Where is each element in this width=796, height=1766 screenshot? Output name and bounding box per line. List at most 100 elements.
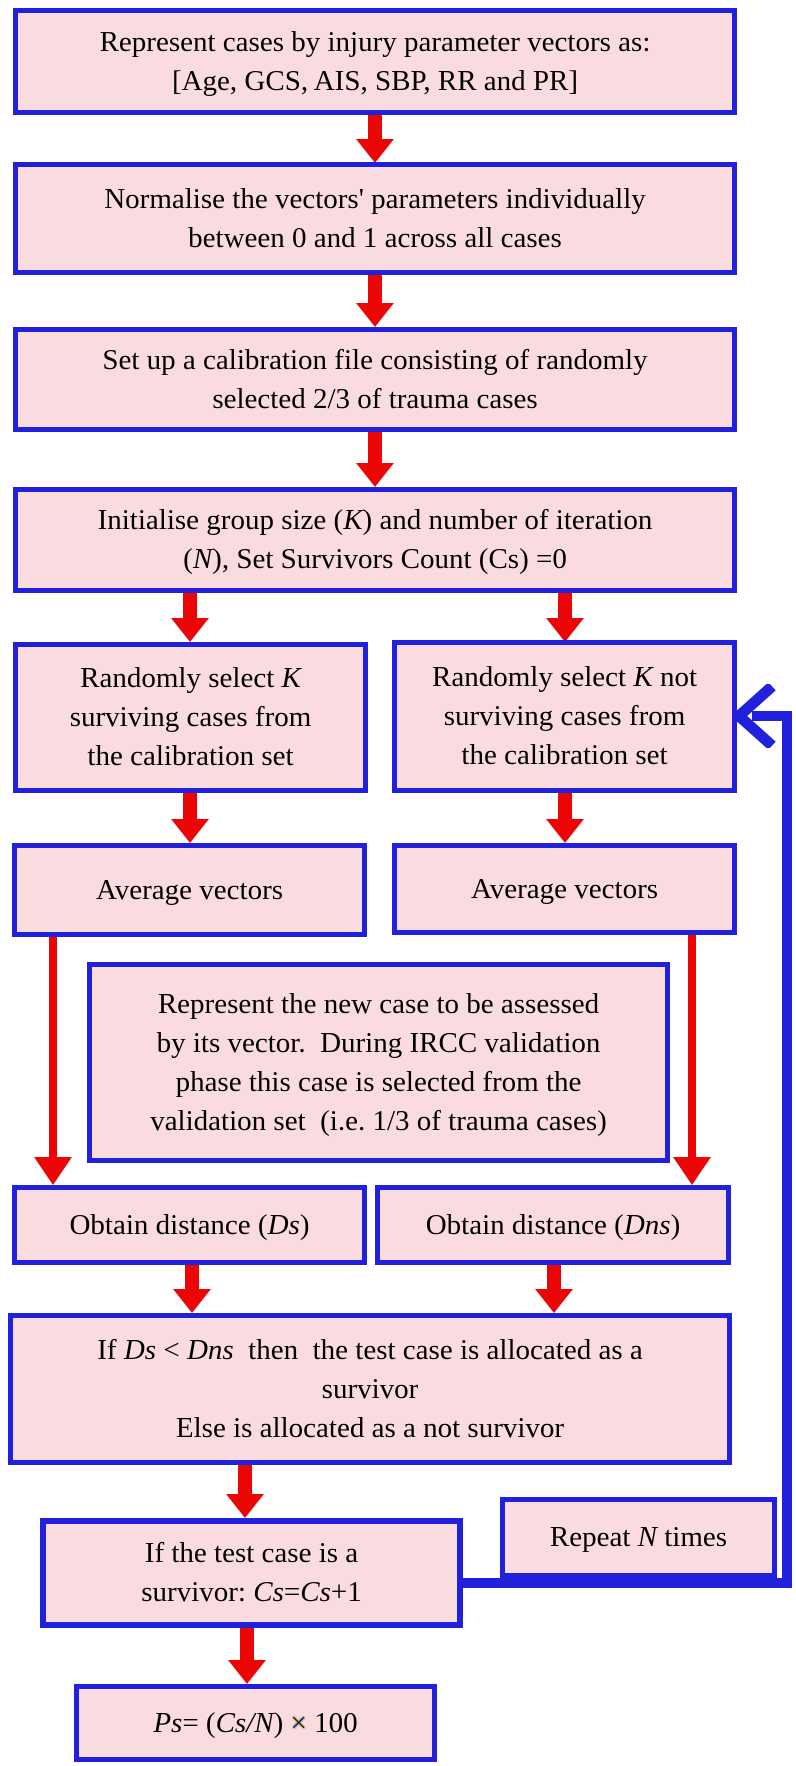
text-line: surviving cases from bbox=[444, 697, 686, 736]
text-seg: Set up a calibration file consisting of … bbox=[102, 343, 648, 376]
box-repeat-n-times: Repeat N times bbox=[500, 1497, 777, 1578]
box-initialise-parameters: Initialise group size (K) and number of … bbox=[13, 487, 737, 593]
text-seg: Dns bbox=[623, 1208, 671, 1241]
text-seg: Represent the new case to be assessed bbox=[157, 987, 600, 1020]
text-seg: survivor bbox=[321, 1372, 419, 1405]
text-seg: between 0 and 1 across all cases bbox=[188, 221, 562, 254]
text-line: surviving cases from bbox=[70, 698, 312, 737]
box-average-vectors-left: Average vectors bbox=[12, 843, 367, 937]
box-new-case: Represent the new case to be assessed by… bbox=[87, 962, 670, 1163]
text-seg: Initialise group size ( bbox=[97, 504, 344, 536]
text-line: survivor bbox=[322, 1370, 419, 1409]
flow-arrow-down-right-2 bbox=[546, 793, 584, 843]
feedback-line-top-shaft bbox=[752, 711, 792, 721]
box-count-survivor: If the test case is a survivor: Cs=Cs+1 bbox=[40, 1518, 463, 1628]
text-line: Obtain distance (Dns) bbox=[426, 1206, 681, 1245]
text-seg: If bbox=[97, 1333, 124, 1366]
box-select-not-surviving: Randomly select K not surviving cases fr… bbox=[392, 640, 737, 793]
text-line: Average vectors bbox=[471, 870, 658, 909]
box-calibration-file: Set up a calibration file consisting of … bbox=[13, 327, 737, 432]
text-line: between 0 and 1 across all cases bbox=[188, 219, 562, 258]
text-seg: +1 bbox=[330, 1576, 362, 1608]
text-line: Normalise the vectors' parameters indivi… bbox=[104, 180, 646, 219]
flow-arrow-down-left-2 bbox=[171, 793, 209, 843]
flow-arrow-down-4 bbox=[226, 1465, 264, 1518]
text-line: (N), Set Survivors Count (Cs) =0 bbox=[183, 540, 567, 579]
text-seg: Randomly select bbox=[432, 661, 634, 693]
box-obtain-distance-dns: Obtain distance (Dns) bbox=[375, 1185, 731, 1265]
flow-arrow-down-3 bbox=[356, 432, 394, 487]
text-seg: Normalise the vectors' parameters indivi… bbox=[104, 182, 646, 215]
text-line: Obtain distance (Ds) bbox=[69, 1206, 309, 1245]
text-seg: by its vector. During IRCC validation bbox=[156, 1026, 601, 1059]
text-line: Ps= (Cs/N) × 100 bbox=[153, 1704, 357, 1743]
box-ps-formula: Ps= (Cs/N) × 100 bbox=[74, 1684, 437, 1762]
text-line: Randomly select K not bbox=[432, 658, 697, 697]
text-seg: Average vectors bbox=[95, 873, 284, 906]
text-seg: N bbox=[192, 543, 213, 575]
long-arrow-right-shaft bbox=[688, 935, 696, 1158]
text-line: the calibration set bbox=[87, 737, 293, 776]
feedback-arrowhead-icon bbox=[732, 684, 776, 748]
text-seg: survivor: bbox=[141, 1576, 254, 1608]
flow-arrow-down-left-3 bbox=[173, 1265, 211, 1313]
long-arrow-left-shaft bbox=[49, 937, 57, 1158]
text-line: selected 2/3 of trauma cases bbox=[212, 380, 537, 419]
text-line: phase this case is selected from the bbox=[176, 1063, 582, 1102]
text-seg: [Age, GCS, AIS, SBP, RR and PR] bbox=[171, 64, 579, 97]
text-seg: Ps bbox=[153, 1706, 183, 1739]
text-line: Else is allocated as a not survivor bbox=[176, 1409, 564, 1448]
text-seg: ) and number of iteration bbox=[362, 504, 653, 536]
text-seg: selected 2/3 of trauma cases bbox=[212, 382, 538, 415]
flow-arrow-down-1 bbox=[356, 115, 394, 163]
flow-arrow-down-left-branch bbox=[171, 593, 209, 642]
text-line: survivor: Cs=Cs+1 bbox=[141, 1573, 361, 1612]
text-seg: ), Set Survivors Count (Cs) =0 bbox=[212, 543, 567, 575]
text-line: validation set (i.e. 1/3 of trauma cases… bbox=[150, 1102, 607, 1141]
flow-arrow-down-5 bbox=[228, 1628, 266, 1684]
text-seg: validation set (i.e. 1/3 of trauma cases… bbox=[150, 1104, 607, 1137]
text-seg: Randomly select bbox=[80, 662, 282, 694]
text-seg: times bbox=[657, 1521, 728, 1553]
text-seg: the calibration set bbox=[461, 739, 668, 771]
text-line: by its vector. During IRCC validation bbox=[157, 1024, 601, 1063]
feedback-line-bottom bbox=[462, 1578, 792, 1588]
text-seg: ) bbox=[299, 1208, 310, 1241]
text-line: Repeat N times bbox=[550, 1518, 727, 1557]
box-decide-survivor: If Ds < Dns then the test case is alloca… bbox=[8, 1313, 732, 1465]
text-seg: Cs bbox=[300, 1576, 331, 1608]
box-select-surviving: Randomly select K surviving cases from t… bbox=[13, 642, 368, 793]
text-seg: ) bbox=[670, 1208, 681, 1241]
text-seg: If the test case is a bbox=[144, 1537, 359, 1569]
flow-arrow-down-2 bbox=[356, 275, 394, 327]
text-line: [Age, GCS, AIS, SBP, RR and PR] bbox=[172, 62, 578, 101]
text-seg: = ( bbox=[182, 1706, 216, 1739]
text-seg: Cs bbox=[253, 1576, 284, 1608]
text-line: the calibration set bbox=[461, 736, 667, 775]
text-seg: Obtain distance ( bbox=[425, 1208, 624, 1241]
text-seg: Dns bbox=[186, 1333, 234, 1366]
text-seg: surviving cases from bbox=[69, 701, 312, 733]
text-seg: N bbox=[637, 1521, 657, 1553]
text-line: Randomly select K bbox=[80, 659, 301, 698]
multiply-symbol: × bbox=[290, 1706, 307, 1739]
text-seg: Ds bbox=[123, 1333, 157, 1366]
text-seg: < bbox=[156, 1333, 187, 1366]
text-seg: K bbox=[633, 661, 653, 693]
text-line: Initialise group size (K) and number of … bbox=[98, 501, 653, 540]
text-seg: the calibration set bbox=[87, 740, 294, 772]
box-average-vectors-right: Average vectors bbox=[392, 843, 737, 935]
text-seg: Repeat bbox=[549, 1521, 638, 1553]
text-seg: Else is allocated as a not survivor bbox=[175, 1411, 565, 1444]
text-seg: Obtain distance ( bbox=[69, 1208, 268, 1241]
text-seg: Average vectors bbox=[470, 872, 659, 905]
long-arrow-left-head bbox=[34, 1157, 72, 1185]
flow-arrow-down-right-3 bbox=[535, 1265, 573, 1313]
text-seg: Represent cases by injury parameter vect… bbox=[99, 25, 651, 58]
text-line: If the test case is a bbox=[145, 1534, 358, 1573]
text-seg: Cs/N bbox=[215, 1706, 274, 1739]
text-seg: surviving cases from bbox=[443, 700, 686, 732]
text-line: Set up a calibration file consisting of … bbox=[102, 341, 647, 380]
text-seg: ( bbox=[183, 543, 193, 575]
